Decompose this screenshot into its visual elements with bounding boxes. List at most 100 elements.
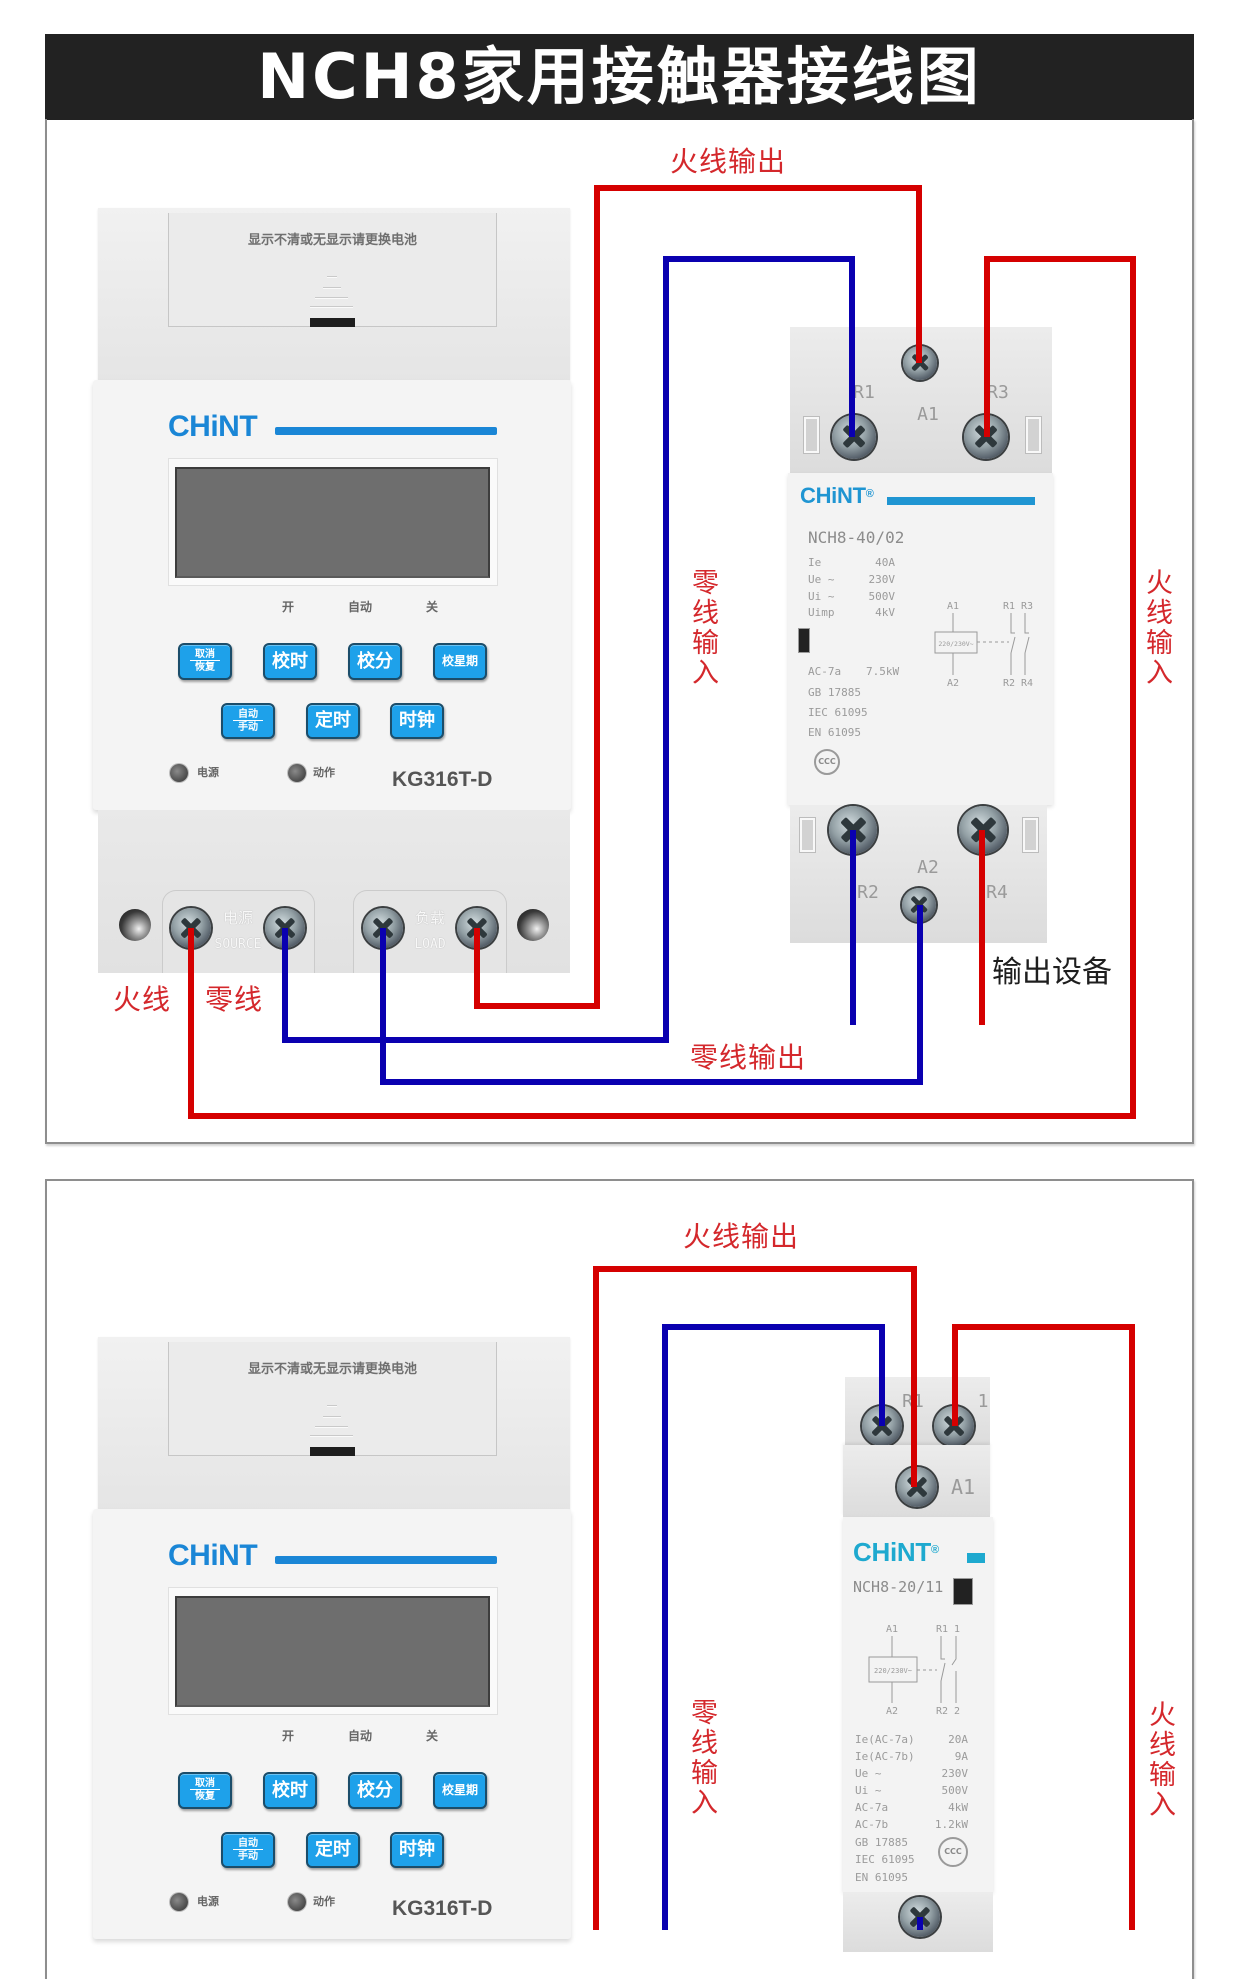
spec-name: Ue ~ bbox=[808, 573, 835, 586]
cancel-restore-key: 取消 恢复 bbox=[178, 1772, 232, 1809]
action-indicator-label: 动作 bbox=[313, 1895, 335, 1908]
terminal-label-r2: R2 bbox=[857, 882, 879, 903]
contact-symbol bbox=[951, 1636, 957, 1666]
cert-mark-text: CCC bbox=[818, 757, 836, 766]
clock-key: 时钟 bbox=[390, 703, 444, 739]
spec-value: 230V bbox=[868, 573, 896, 586]
device-face bbox=[93, 380, 571, 810]
cover-release-slot bbox=[310, 1447, 355, 1456]
load-label-en: LOAD bbox=[414, 937, 446, 952]
cover-ridge bbox=[323, 287, 341, 288]
timer-key: 定时 bbox=[306, 1832, 360, 1868]
brand-logo: CHiNT bbox=[168, 1539, 258, 1572]
cover-ridge bbox=[315, 1426, 348, 1427]
set-hour-key: 校时 bbox=[263, 1772, 317, 1809]
standard-label: EN 61095 bbox=[808, 726, 861, 739]
set-minute-key: 校分 bbox=[348, 643, 402, 680]
vent-slot bbox=[1026, 417, 1041, 453]
action-indicator-led bbox=[288, 1893, 306, 1911]
symbol-label-a1: A1 bbox=[947, 601, 959, 612]
rating-power: 7.5kW bbox=[866, 665, 900, 678]
mode-label-on: 开 bbox=[281, 600, 295, 614]
terminal-label-1: 1 bbox=[977, 1391, 989, 1412]
ccc-cert-icon: CCC bbox=[814, 749, 840, 775]
contactor-device: R1 1 A1 CHiNT® NCH8-20/11 A1 R1 1 220/23… bbox=[843, 1377, 993, 1977]
cover-ridge bbox=[327, 276, 337, 277]
registered-mark: ® bbox=[930, 1544, 939, 1556]
set-minute-key: 校分 bbox=[348, 1772, 402, 1809]
set-hour-key: 校时 bbox=[263, 643, 317, 680]
power-indicator-label: 电源 bbox=[197, 766, 219, 779]
terminal-label-r1: R1 bbox=[902, 1391, 924, 1412]
battery-cover bbox=[168, 1342, 497, 1456]
cover-release-slot bbox=[310, 318, 355, 327]
symbol-label-a2: A2 bbox=[947, 678, 959, 689]
contact-symbol bbox=[940, 1662, 946, 1703]
neutral-input-label: 零线输入 bbox=[687, 568, 718, 688]
standard-label: IEC 61095 bbox=[808, 706, 868, 719]
key-label-bottom: 手动 bbox=[238, 722, 258, 733]
auto-manual-key: 自动 手动 bbox=[221, 1832, 275, 1868]
neutral-input-label: 零线输入 bbox=[686, 1698, 717, 1818]
vent-slot bbox=[800, 818, 815, 852]
source-live-screw-icon bbox=[171, 908, 211, 948]
output-device-label: 输出设备 bbox=[992, 955, 1112, 990]
symbol-label-bottom-contacts: R2 2 bbox=[936, 1706, 960, 1717]
brand-stripe bbox=[967, 1553, 985, 1563]
status-window bbox=[798, 628, 810, 653]
power-indicator-label: 电源 bbox=[197, 1895, 219, 1908]
action-indicator-label: 动作 bbox=[313, 766, 335, 779]
source-label-cn: 电源 bbox=[222, 909, 254, 927]
spec-value: 500V bbox=[941, 1784, 969, 1797]
terminal-label-a1: A1 bbox=[950, 1475, 976, 1499]
mode-label-off: 关 bbox=[425, 1729, 439, 1743]
coil-voltage: 220/230V~ bbox=[938, 640, 973, 648]
key-label-bottom: 恢复 bbox=[195, 1791, 215, 1802]
page-title: NCH8家用接触器接线图 bbox=[45, 34, 1194, 120]
cert-mark-text: CCC bbox=[944, 1847, 962, 1856]
mounting-hole-icon bbox=[517, 909, 549, 941]
diagram-panel-1 bbox=[45, 119, 1194, 1144]
vent-slot bbox=[1023, 818, 1038, 852]
a2-screw-icon bbox=[900, 1897, 940, 1937]
timer-key: 定时 bbox=[306, 703, 360, 739]
brand-stripe bbox=[275, 427, 497, 435]
spec-value: 1.2kW bbox=[934, 1818, 968, 1831]
ccc-cert-icon: CCC bbox=[938, 1837, 968, 1867]
load-live-screw-icon bbox=[457, 908, 497, 948]
power-indicator-led bbox=[170, 1893, 188, 1911]
status-window bbox=[953, 1578, 973, 1605]
mode-label-auto: 自动 bbox=[347, 1729, 373, 1743]
contact-symbol bbox=[1010, 636, 1016, 675]
device-model: KG316T-D bbox=[392, 1897, 493, 1920]
symbol-label-a1: A1 bbox=[886, 1624, 898, 1635]
auto-manual-key: 自动 手动 bbox=[221, 703, 275, 739]
lcd-display bbox=[175, 467, 490, 578]
live-output-label: 火线输出 bbox=[670, 145, 787, 178]
spec-value: 230V bbox=[941, 1767, 969, 1780]
registered-mark: ® bbox=[865, 488, 874, 500]
spec-value: 40A bbox=[875, 556, 895, 569]
brand-name: CHiNT bbox=[853, 1537, 931, 1567]
battery-notice: 显示不清或无显示请更换电池 bbox=[247, 1362, 417, 1377]
contact-symbol bbox=[1010, 613, 1015, 634]
r3-screw-icon bbox=[964, 415, 1008, 459]
neutral-source-label: 零线 bbox=[205, 983, 264, 1016]
contactor-wiring-symbol: A1 R1 1 220/230V~ A2 R2 2 bbox=[868, 1624, 960, 1717]
key-label-bottom: 手动 bbox=[238, 1851, 258, 1862]
contactor-model: NCH8-40/02 bbox=[808, 528, 905, 547]
cover-ridge bbox=[315, 297, 348, 298]
spec-value: 9A bbox=[954, 1750, 968, 1763]
standard-label: EN 61095 bbox=[855, 1871, 908, 1884]
spec-name: AC-7b bbox=[855, 1818, 889, 1831]
key-label-bottom: 恢复 bbox=[195, 662, 215, 673]
cover-ridge bbox=[310, 1435, 353, 1436]
spec-value: 4kV bbox=[875, 606, 895, 619]
terminal-label-r3: R3 bbox=[987, 382, 1009, 403]
device-model: KG316T-D bbox=[392, 768, 493, 791]
live-output-label: 火线输出 bbox=[683, 1220, 800, 1253]
key-label-top: 自动 bbox=[233, 709, 263, 721]
terminal-label-a1: A1 bbox=[917, 404, 939, 425]
spec-name: Ui ~ bbox=[855, 1784, 882, 1797]
r2-screw-icon bbox=[829, 806, 877, 854]
